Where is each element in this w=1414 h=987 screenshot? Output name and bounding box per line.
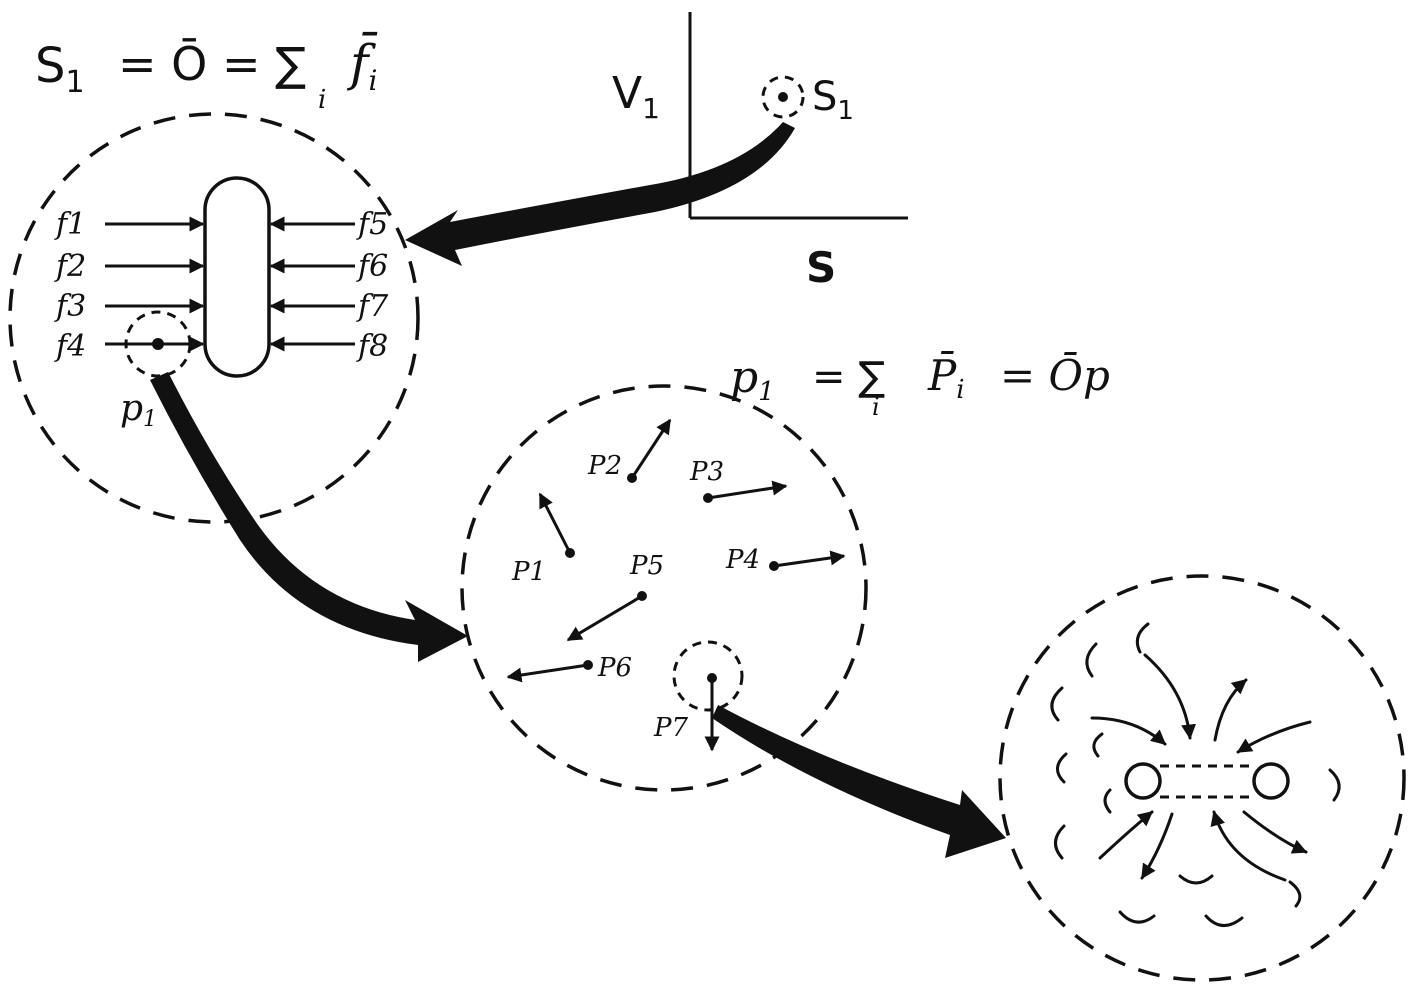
field-mark xyxy=(1135,622,1150,654)
force-label-f8: f8 xyxy=(356,329,388,364)
subsystem-point xyxy=(152,338,164,350)
velocity-p4 xyxy=(773,550,846,568)
state-point xyxy=(778,92,788,102)
v1-s-plot: V1 S S1 xyxy=(612,12,908,292)
svg-text:= Ōp: = Ōp xyxy=(1000,351,1110,400)
particle-circle: P1 P2 P3 P4 P5 P6 P7 xyxy=(460,384,868,792)
particle-label-p5: P5 xyxy=(629,551,664,581)
velocity-p2 xyxy=(630,418,672,479)
field-mark xyxy=(1288,880,1302,908)
field-mark xyxy=(1092,732,1104,758)
svg-text:f̄i: f̄i xyxy=(346,31,378,97)
field-mark xyxy=(1118,910,1156,924)
velocity-p6 xyxy=(506,663,589,683)
field-arrow-5 xyxy=(1098,810,1154,860)
force-label-f7: f7 xyxy=(356,289,389,324)
force-label-f4: f4 xyxy=(54,329,86,364)
particle-boundary xyxy=(460,384,868,792)
field-boundary xyxy=(998,574,1406,982)
svg-text:P̄i: P̄i xyxy=(927,349,965,405)
equation-p1: p1 = ∑ i P̄i = Ōp xyxy=(730,349,1110,421)
zoom-arrow-2 xyxy=(150,372,468,662)
field-arrow-2 xyxy=(1143,653,1197,740)
svg-text:S1: S1 xyxy=(35,38,85,100)
force-label-f3: f3 xyxy=(54,289,86,324)
field-mark xyxy=(1056,752,1068,784)
velocity-p3 xyxy=(707,480,788,500)
equation-s1: S1 = Ō = ∑ i f̄i xyxy=(35,31,378,115)
svg-text:i: i xyxy=(872,393,880,421)
particle-label-p4: P4 xyxy=(725,545,760,575)
field-mark xyxy=(1050,686,1064,722)
x-axis-label: S xyxy=(806,243,836,292)
field-mark xyxy=(1054,824,1066,860)
particle-label-p3: P3 xyxy=(689,457,724,487)
svg-text:= Ō = ∑: = Ō = ∑ xyxy=(118,37,306,91)
zoom-arrow-3 xyxy=(712,705,1006,858)
svg-text:i: i xyxy=(318,85,326,115)
particle-label-p6: P6 xyxy=(597,653,632,683)
subsystem-ring xyxy=(124,310,192,378)
zoom-arrow-1 xyxy=(405,122,795,266)
field-arrow-3 xyxy=(1213,678,1248,742)
field-arrow-6 xyxy=(1140,812,1174,880)
system-circle: f1 f2 f3 f4 f5 f6 f7 f8 p1 xyxy=(8,112,420,524)
state-point-label: S1 xyxy=(812,74,854,126)
particle-label-p2: P2 xyxy=(587,451,622,481)
system-body xyxy=(203,176,271,378)
system-boundary xyxy=(8,112,420,524)
force-label-f6: f6 xyxy=(356,249,388,284)
subsystem-label: p1 xyxy=(120,388,157,432)
field-mark xyxy=(1085,642,1098,678)
field-arrow-4 xyxy=(1236,720,1312,754)
field-arrow-8 xyxy=(1242,810,1308,854)
svg-text:= ∑: = ∑ xyxy=(812,354,885,400)
velocity-p1 xyxy=(538,492,572,554)
state-point-ring xyxy=(761,75,805,119)
y-axis-label: V1 xyxy=(612,68,660,125)
particle-p7-ring xyxy=(672,640,744,712)
body-left xyxy=(1124,762,1162,800)
field-circle xyxy=(998,574,1406,982)
particle-label-p7: P7 xyxy=(653,713,688,743)
field-mark xyxy=(1204,914,1244,927)
field-mark xyxy=(1103,788,1112,814)
field-arrow-7 xyxy=(1210,810,1287,882)
particle-label-p1: P1 xyxy=(511,557,546,587)
field-arrow-1 xyxy=(1090,716,1167,746)
force-label-f5: f5 xyxy=(356,207,388,242)
field-mark xyxy=(1328,768,1341,802)
body-right xyxy=(1252,762,1290,800)
force-label-f1: f1 xyxy=(54,207,86,242)
velocity-p5 xyxy=(566,594,643,642)
svg-text:p1: p1 xyxy=(730,352,775,407)
force-label-f2: f2 xyxy=(54,249,86,284)
field-mark xyxy=(1178,874,1214,885)
